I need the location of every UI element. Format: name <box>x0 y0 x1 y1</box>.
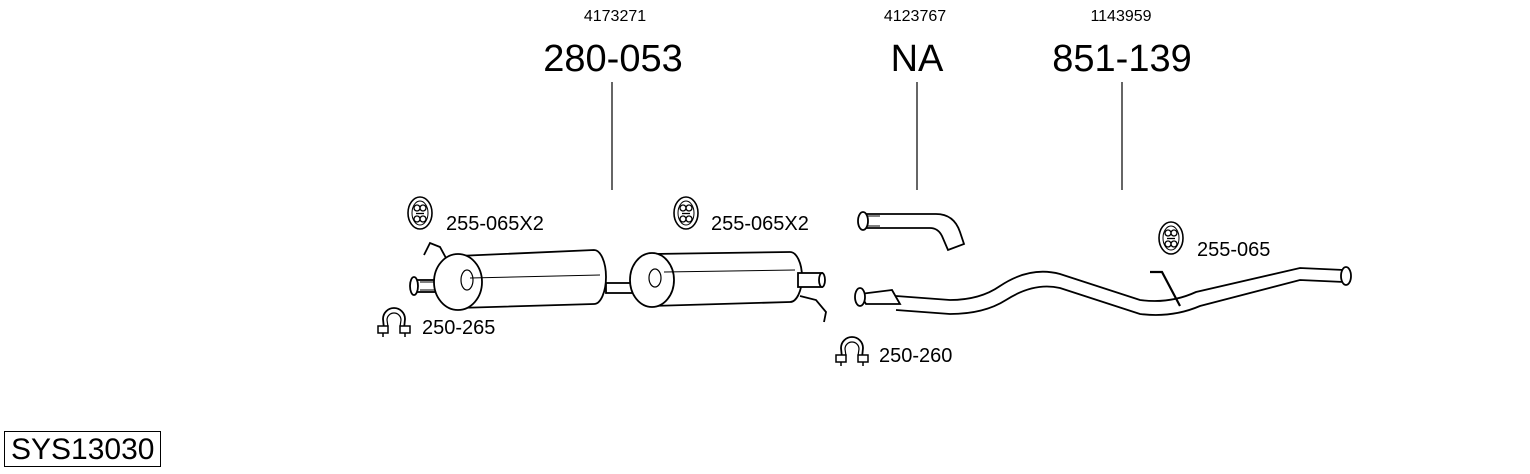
part-number-2: NA <box>890 38 944 80</box>
part-number-1: 280-053 <box>543 38 683 80</box>
system-code-box: SYS13030 <box>4 431 162 467</box>
hanger-bracket-1 <box>423 241 447 259</box>
oe-number-2: 4123767 <box>883 8 947 25</box>
oe-number-3: 1143959 <box>1090 8 1152 25</box>
rubber-hanger-icon <box>1158 221 1184 255</box>
hanger-bracket-2 <box>799 295 827 323</box>
rear-pipe-drawing <box>854 266 1352 316</box>
oe-number-1: 4173271 <box>583 8 647 25</box>
accessory-label-2: 255-065X2 <box>711 213 809 235</box>
bend-pipe-drawing <box>857 211 966 252</box>
pipe-clamp-icon <box>835 336 869 367</box>
accessory-label-5: 250-260 <box>879 345 953 367</box>
rubber-hanger-icon <box>673 196 699 230</box>
rubber-hanger-icon <box>407 196 433 230</box>
accessory-label-3: 255-065 <box>1197 239 1271 261</box>
middle-rear-silencer-drawing <box>409 249 826 311</box>
pipe-clamp-icon <box>377 307 411 338</box>
part-number-3: 851-139 <box>1052 38 1192 80</box>
accessory-label-4: 250-265 <box>422 317 496 339</box>
accessory-label-1: 255-065X2 <box>446 213 544 235</box>
